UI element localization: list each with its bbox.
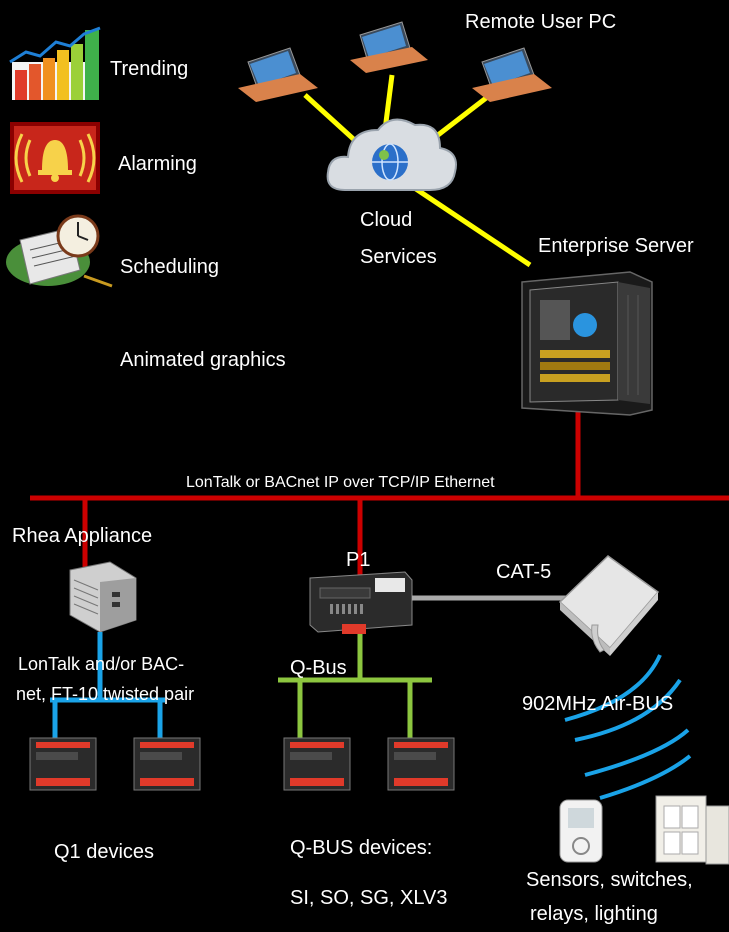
q1-devices-label: Q1 devices [54,841,155,863]
laptop-icon-right [472,47,552,102]
qbus-device-2 [387,737,455,791]
remote-user-pc-label: Remote User PC [465,11,617,33]
qbus-links [278,634,432,738]
bell-alarm-icon [10,122,100,194]
services-label: Services [360,246,437,268]
qbus-devices-list: SI, SO, SG, XLV3 [290,887,448,909]
laptop-icon-left [238,47,318,102]
backbone-label: LonTalk or BACnet IP over TCP/IP Etherne… [186,474,495,491]
ethernet-links [30,412,729,575]
cat5-label: CAT-5 [496,561,552,583]
airbus-gateway-icon [558,555,660,656]
alarming-label: Alarming [118,153,197,175]
trending-icon [9,26,101,100]
light-switch-icon [655,795,729,865]
p1-label: P1 [346,549,371,571]
q1-device-2 [133,737,201,791]
cloud-label: Cloud [360,209,413,231]
laptop-icon-middle [350,21,428,73]
lontalk-note-line2: net, FT-10 twisted pair [16,684,195,704]
enterprise-server-label: Enterprise Server [538,235,694,257]
scheduling-label: Scheduling [120,256,219,278]
sensors-label-line2: relays, lighting [530,903,658,925]
cloud-icon [326,118,457,191]
qbus-devices-label: Q-BUS devices: [290,837,433,859]
twisted-pair-links [50,632,165,738]
server-icon [521,271,653,416]
thermostat-sensor-icon [559,799,603,863]
sensors-label-line1: Sensors, switches, [526,869,693,891]
qbus-label: Q-Bus [290,657,347,679]
rhea-appliance-icon [69,561,137,633]
airbus-label: 902MHz Air-BUS [522,693,674,715]
calendar-clock-icon [6,214,113,288]
p1-controller-icon [309,571,413,634]
wireless-waves [564,654,692,800]
internet-links [303,74,532,268]
q1-device-1 [29,737,97,791]
rhea-appliance-label: Rhea Appliance [12,525,153,547]
animated-graphics-label: Animated graphics [120,349,286,371]
qbus-device-1 [283,737,351,791]
trending-label: Trending [110,58,189,80]
lontalk-note-line1: LonTalk and/or BAC- [18,654,185,674]
